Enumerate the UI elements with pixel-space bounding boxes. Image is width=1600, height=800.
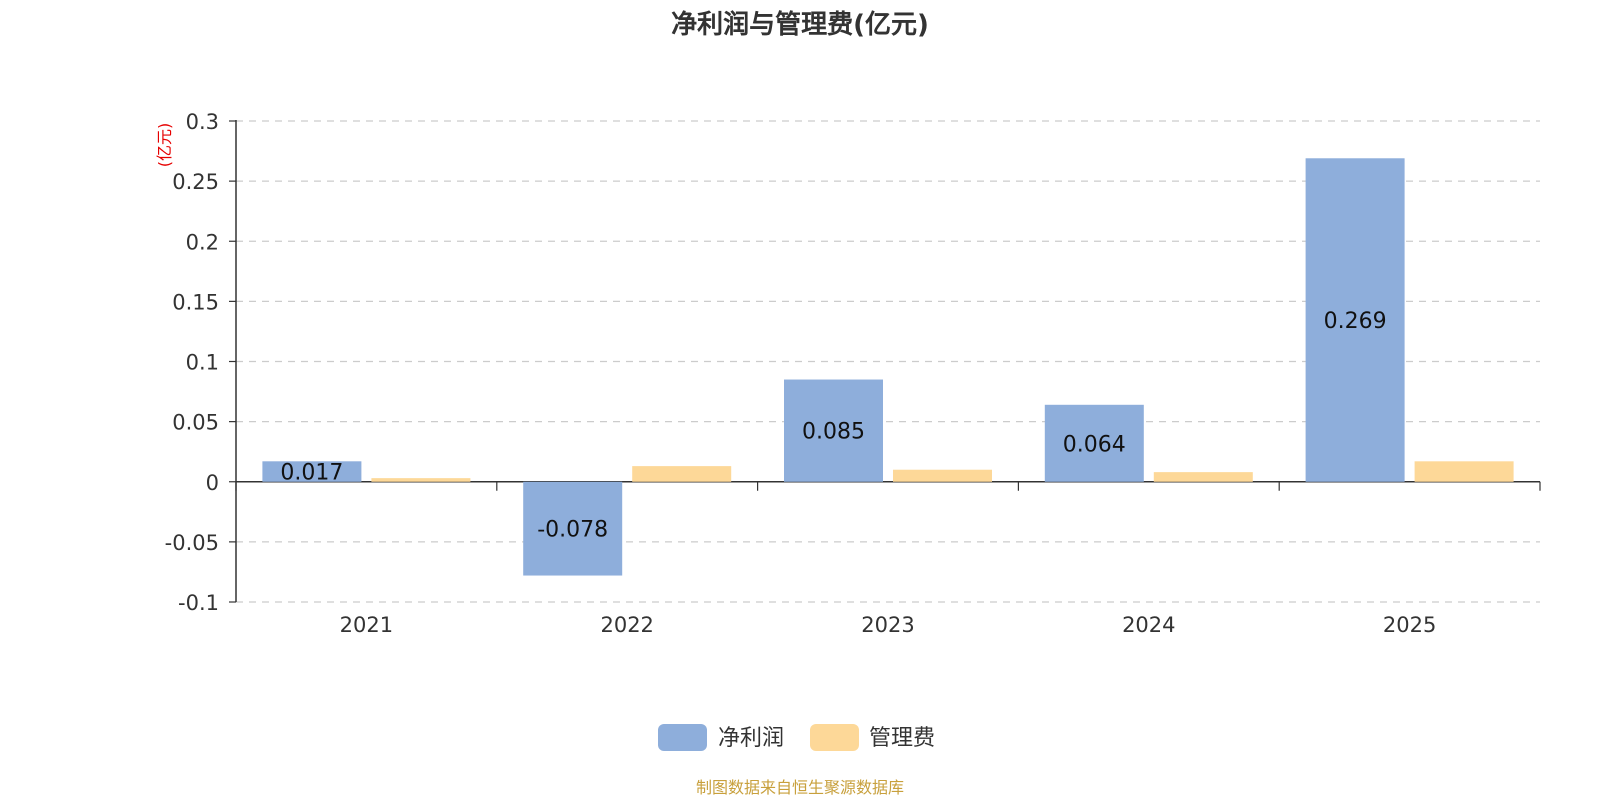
data-label: 0.017: [280, 461, 343, 486]
y-tick-label: -0.05: [165, 531, 219, 555]
x-tick-label: 2022: [600, 613, 653, 637]
legend-label: 管理费: [869, 726, 935, 751]
bar-management-fee: [1153, 472, 1253, 482]
bar-management-fee: [632, 466, 732, 482]
bar-net-profit: [262, 461, 362, 482]
y-tick-label: 0.15: [172, 290, 219, 314]
legend-item-management-fee[interactable]: 管理费: [810, 724, 935, 751]
axes: -0.1 -0.05 0 0.05 0.1 0.15 0.2 0.25 0.3 2021 2022 2…: [165, 110, 1541, 637]
x-tick-label: 2025: [1383, 613, 1436, 637]
chart-title: 净利润与管理费(亿元): [671, 9, 929, 40]
data-source-note: 制图数据来自恒生聚源数据库: [696, 778, 904, 797]
y-tick-label: 0.25: [172, 170, 219, 194]
data-label: 0.064: [1063, 432, 1126, 457]
y-axis-unit-label: (亿元): [155, 123, 174, 168]
y-tick-label: -0.1: [178, 591, 219, 615]
bar-net-profit: [784, 379, 883, 482]
data-labels: 0.017 -0.078 0.085 0.064 0.269: [280, 309, 1386, 543]
x-tick-label: 2024: [1122, 613, 1175, 637]
bar-management-fee: [893, 469, 992, 482]
data-label: -0.078: [537, 518, 608, 543]
y-tick-label: 0.3: [186, 110, 219, 134]
legend-label: 净利润: [718, 726, 784, 751]
bar-net-profit: [1044, 404, 1144, 482]
y-tick-label: 0.05: [172, 411, 219, 435]
legend-item-net-profit[interactable]: 净利润: [658, 724, 784, 751]
bar-management-fee: [1414, 461, 1514, 482]
legend[interactable]: 净利润 管理费: [658, 724, 935, 751]
bar-net-profit: [523, 481, 623, 576]
x-tick-label: 2023: [861, 613, 914, 637]
bars: [262, 158, 1514, 576]
y-tick-label: 0.2: [186, 230, 219, 254]
bar-net-profit: [1305, 158, 1405, 482]
gridlines: [236, 120, 1540, 603]
y-tick-label: 0: [206, 471, 219, 495]
data-label: 0.085: [802, 420, 865, 445]
x-tick-label: 2021: [340, 613, 393, 637]
bar-management-fee: [371, 478, 471, 482]
legend-swatch: [658, 724, 707, 751]
legend-swatch: [810, 724, 859, 751]
data-label: 0.269: [1324, 309, 1387, 334]
y-tick-label: 0.1: [186, 351, 219, 375]
